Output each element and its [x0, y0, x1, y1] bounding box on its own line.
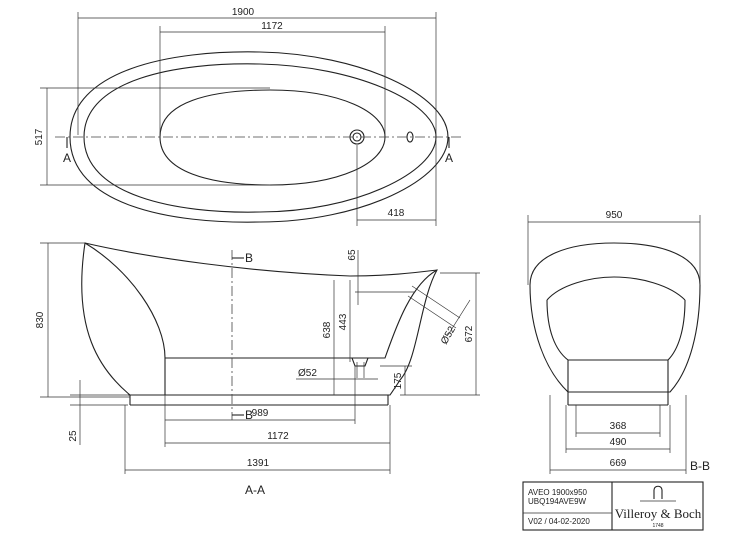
- dim-175: 175: [393, 372, 404, 389]
- dim-65: 65: [347, 249, 358, 261]
- end-view: 950 368 490 669 B-B: [527, 210, 710, 474]
- dim-989: 989: [252, 408, 269, 419]
- brand-logo-icon: [640, 485, 676, 502]
- tub-outline-end: [529, 242, 701, 393]
- section-marker-a: A: [445, 151, 453, 165]
- version-date: V02 / 04-02-2020: [528, 517, 590, 526]
- dim-368: 368: [610, 421, 627, 432]
- dim-height: 830: [35, 311, 46, 328]
- tub-outline-side: [81, 242, 439, 396]
- product-code: UBQ194AVE9W: [528, 497, 587, 506]
- dim-25: 25: [68, 430, 79, 442]
- dim-waste: Ø52: [298, 368, 317, 379]
- brand-year: 1748: [652, 523, 663, 529]
- top-view: 1900 1172 517 418 A A: [34, 7, 462, 226]
- dim-basin: 1172: [261, 21, 283, 32]
- dim-length: 1900: [232, 7, 255, 18]
- section-marker-b: B: [245, 408, 253, 422]
- dim-width: 517: [34, 128, 45, 145]
- view-title-a-a: A-A: [245, 483, 265, 497]
- dim-638: 638: [322, 321, 333, 338]
- view-title-b-b: B-B: [690, 459, 710, 473]
- basin-outline: [159, 89, 386, 186]
- dim-1172: 1172: [267, 431, 289, 442]
- section-marker-a: A: [63, 151, 71, 165]
- dim-490: 490: [610, 437, 627, 448]
- model-name: AVEO 1900x950: [528, 488, 588, 497]
- tub-rim-top: [83, 63, 437, 213]
- section-marker-b: B: [245, 251, 253, 265]
- dim-443: 443: [338, 313, 349, 330]
- dim-1391: 1391: [247, 458, 270, 469]
- brand-name: Villeroy & Boch: [615, 506, 702, 521]
- dim-end-width: 950: [606, 210, 623, 221]
- title-block: AVEO 1900x950 UBQ194AVE9W V02 / 04-02-20…: [522, 481, 704, 531]
- side-view: B B 830 25 65 638 443 Ø52 672 Ø52 175 98…: [35, 242, 480, 497]
- dim-672: 672: [464, 325, 475, 342]
- dim-669: 669: [610, 458, 627, 469]
- dim-drain: 418: [388, 208, 405, 219]
